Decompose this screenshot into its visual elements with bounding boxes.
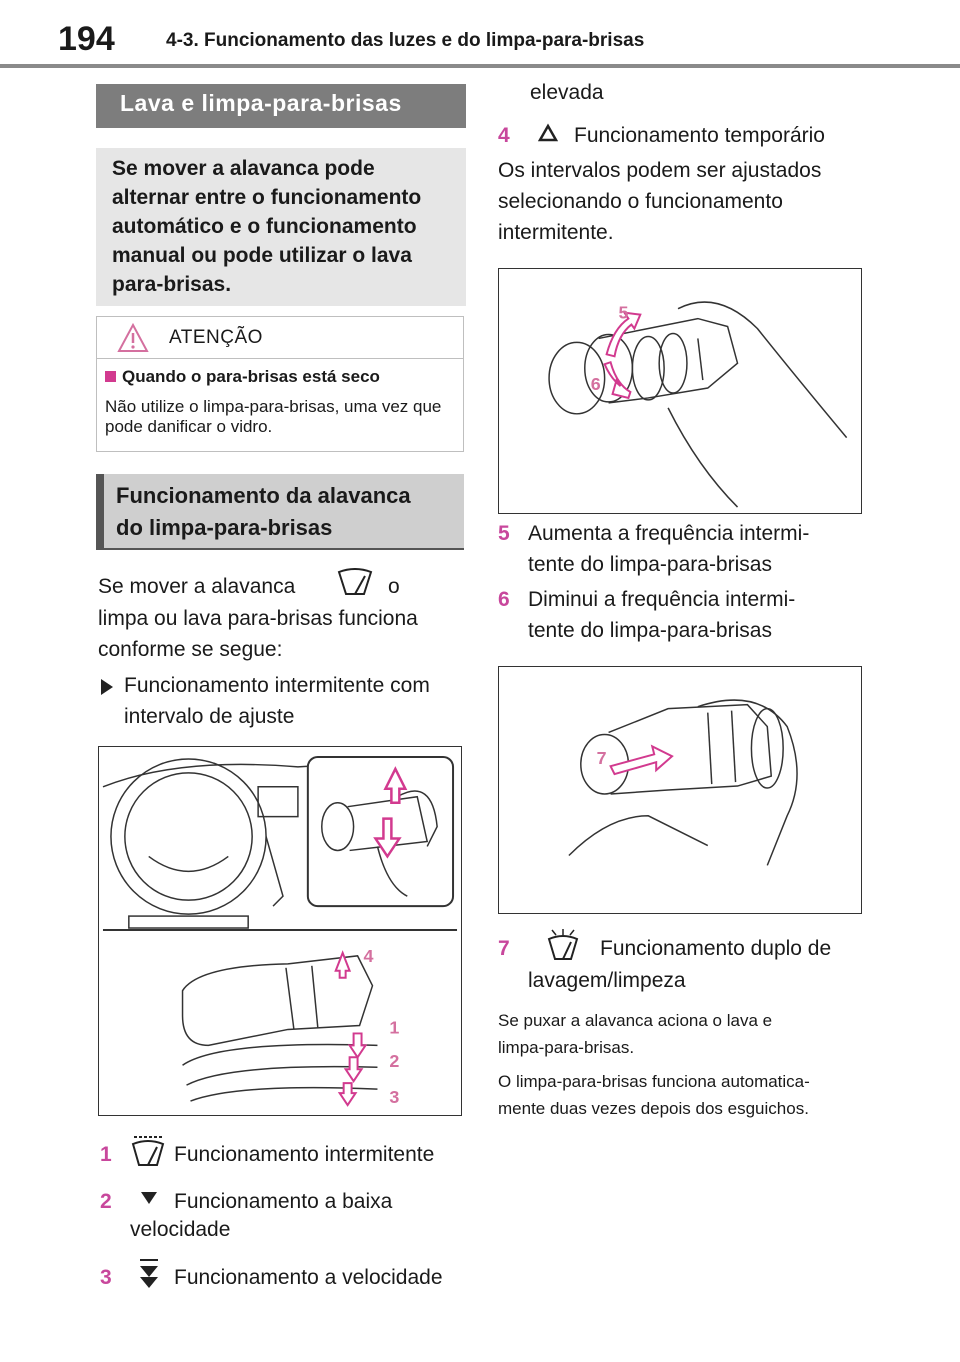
item1-text: Funcionamento intermitente xyxy=(174,1143,435,1166)
intro-line3: conforme se segue: xyxy=(98,638,283,661)
wiper-intermittent-icon xyxy=(131,1136,165,1166)
item5-text2: tente do limpa-para-brisas xyxy=(528,553,772,576)
warning-triangle-icon xyxy=(117,323,149,352)
item2-text2: velocidade xyxy=(130,1218,231,1241)
item5-number: 5 xyxy=(498,522,510,545)
intro-line1-b: o xyxy=(388,575,400,598)
figure2-label-5: 5 xyxy=(619,303,629,323)
steering-lever-illustration: 4 1 2 3 xyxy=(102,755,458,1107)
figure3-label-7: 7 xyxy=(597,748,607,768)
item7-text: Funcionamento duplo de xyxy=(600,937,832,960)
item2-text: Funcionamento a baixa xyxy=(174,1190,393,1213)
figure2-label-6: 6 xyxy=(591,374,601,394)
wiper-icon xyxy=(337,568,373,595)
section2-title-line1: Funcionamento da alavanca xyxy=(116,483,411,508)
chapter-title: 4-3. Funcionamento das luzes e do limpa-… xyxy=(166,30,645,51)
note2-line2: mente duas vezes depois dos esguichos. xyxy=(498,1099,809,1118)
summary-box: Se mover a alavanca pode alternar entre … xyxy=(96,148,466,306)
item6-text: Diminui a frequência intermi- xyxy=(528,588,796,611)
item7-text2: lavagem/limpeza xyxy=(528,969,686,992)
washer-icon xyxy=(547,929,579,960)
figure1-label-3: 3 xyxy=(389,1087,399,1107)
item6-text2: tente do limpa-para-brisas xyxy=(528,619,772,642)
note1-line2: limpa-para-brisas. xyxy=(498,1038,635,1057)
item7-number: 7 xyxy=(498,937,510,960)
header-rule xyxy=(0,64,960,68)
item3-text2: elevada xyxy=(530,81,604,104)
wiper-low-speed-icon xyxy=(141,1192,157,1204)
figure-interval-dial: 5 6 xyxy=(498,268,862,514)
section-title-lava: Lava e limpa-para-brisas xyxy=(96,84,466,128)
washer-pull-illustration: 7 xyxy=(568,699,798,866)
item4-text: Funcionamento temporário xyxy=(574,124,825,147)
intro-line2: limpa ou lava para-brisas funciona xyxy=(98,607,418,630)
interval-line1: Os intervalos podem ser ajustados xyxy=(498,159,822,182)
warning-box: ATENÇÃO Quando o para-brisas está seco N… xyxy=(96,316,464,452)
warning-text: Não utilize o limpa-para-brisas, uma vez… xyxy=(105,397,442,436)
item4-number: 4 xyxy=(498,124,510,147)
intro-line1-a: Se mover a alavanca xyxy=(98,575,296,598)
bullet-triangle-icon xyxy=(101,679,113,695)
item3-number: 3 xyxy=(100,1266,112,1289)
item3-text: Funcionamento a velocidade xyxy=(174,1266,443,1289)
warning-title: ATENÇÃO xyxy=(169,327,263,348)
warning-subtitle: Quando o para-brisas está seco xyxy=(105,367,380,387)
section-title-text: Lava e limpa-para-brisas xyxy=(120,90,402,116)
page-number: 194 xyxy=(58,20,115,58)
section-title-alavanca: Funcionamento da alavanca do limpa-para-… xyxy=(96,474,464,550)
figure1-label-2: 2 xyxy=(389,1051,399,1071)
warning-header: ATENÇÃO xyxy=(97,317,463,359)
wiper-mist-icon xyxy=(538,123,558,142)
wiper-high-speed-icon xyxy=(140,1259,158,1288)
interval-line3: intermitente. xyxy=(498,221,614,244)
item6-number: 6 xyxy=(498,588,510,611)
item2-number: 2 xyxy=(100,1190,112,1213)
item1-number: 1 xyxy=(100,1143,112,1166)
figure-steering-lever: 4 1 2 3 xyxy=(98,746,462,1116)
interval-dial-illustration: 5 6 xyxy=(548,301,848,508)
figure1-label-1: 1 xyxy=(389,1017,399,1037)
bullet-line2: intervalo de ajuste xyxy=(124,705,295,728)
figure1-label-4: 4 xyxy=(364,946,374,966)
item5-text: Aumenta a frequência intermi- xyxy=(528,522,810,545)
square-bullet-icon xyxy=(105,371,116,382)
bullet-line1: Funcionamento intermitente com xyxy=(124,674,430,697)
interval-line2: selecionando o funcionamento xyxy=(498,190,783,213)
section2-title-line2: do limpa-para-brisas xyxy=(116,515,333,540)
note1-line1: Se puxar a alavanca aciona o lava e xyxy=(498,1011,773,1030)
warning-subtitle-text: Quando o para-brisas está seco xyxy=(122,367,380,386)
note2-line1: O limpa-para-brisas funciona automatica- xyxy=(498,1072,810,1091)
figure-washer-pull: 7 xyxy=(498,666,862,914)
